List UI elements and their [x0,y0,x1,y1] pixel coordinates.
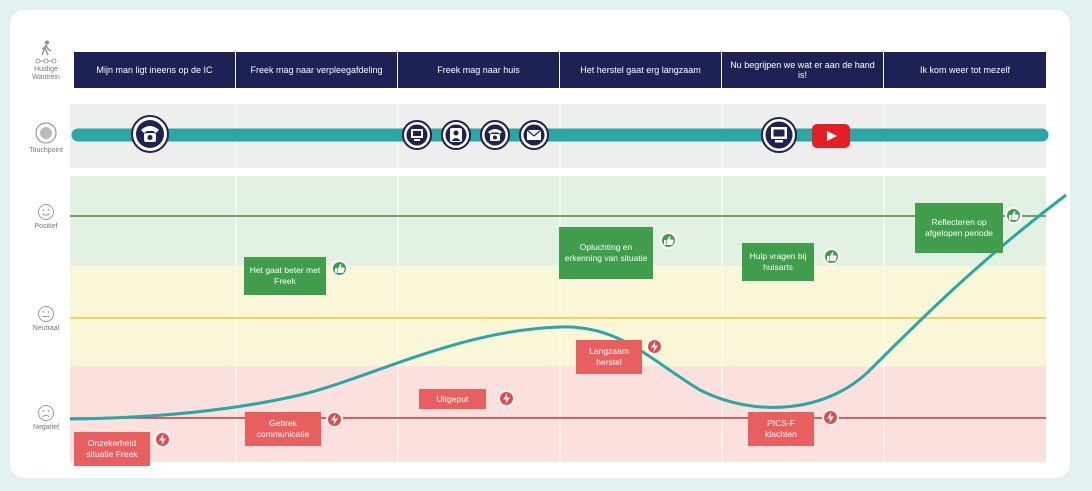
steps-icon [35,58,57,64]
neutral-band [70,266,1046,366]
negative-band [70,366,1046,462]
lightning-icon [822,409,839,426]
touchpoint-icon [35,122,57,144]
smiley-happy-icon [38,204,54,220]
event-langzaam: Langzaam herstel [576,340,642,374]
column-dividers [235,104,885,462]
event-het-gaat-beter: Het gaat beter met Freek [244,257,326,295]
lane-neutral: Neutraal [22,305,70,333]
touchpoint-phone-icon[interactable] [130,114,170,154]
lane-touchpoint: Touchpoint [22,121,70,155]
phase-2: Freek mag naar verpleegafdeling [236,52,398,88]
smiley-neutral-icon [38,306,54,322]
lightning-icon [498,390,515,407]
lightning-icon [154,431,171,448]
lane-current: Huidige Wantrein [22,40,70,81]
phase-5: Nu begrijpen we wat er aan de hand is! [722,52,884,88]
lane-positive: Positief [22,203,70,231]
lane-positive-label: Positief [34,223,58,230]
thumbs-up-icon [823,248,840,265]
lane-negative: Negatief [22,404,70,432]
thumbs-up-icon [660,232,677,249]
lane-neutral-label: Neutraal [32,325,60,332]
event-onzekerheid: Onzekerheid situatie Freek [74,432,150,466]
touchpoint-phone-icon-2[interactable] [480,120,510,150]
positive-band [70,176,1046,266]
touchpoint-monitor-icon-2[interactable] [760,116,798,154]
phase-3: Freek mag naar huis [398,52,560,88]
lane-touchpoint-label: Touchpoint [29,147,63,154]
phase-6: Ik kom weer tot mezelf [884,52,1046,88]
event-opluchting: Opluchting en erkenning van situatie [559,227,653,279]
smiley-sad-icon [38,405,54,421]
lightning-icon [646,338,663,355]
touchpoint-monitor-icon[interactable] [402,120,432,150]
lightning-icon [326,411,343,428]
thumbs-up-icon [331,260,348,277]
touchpoint-mail-icon[interactable] [519,120,549,150]
thumbs-up-icon [1005,207,1022,224]
event-hulp-vragen: Hulp vragen bij huisarts [742,243,814,281]
event-gebrek: Gebrek communicatie [245,412,321,446]
touchpoint-video-play-icon[interactable] [812,124,850,148]
event-uitgeput: Uitgeput [419,389,486,409]
walking-person-icon [41,40,52,56]
lane-current-label: Huidige Wantrein [32,66,60,81]
phase-1: Mijn man ligt ineens op de IC [74,52,236,88]
phase-4: Het herstel gaat erg langzaam [560,52,722,88]
lane-negative-label: Negatief [32,424,60,431]
event-pics: PICS-F klachten [748,412,814,446]
event-reflecteren: Reflecteren op afgelopen periode [915,203,1003,253]
touchpoint-person-icon[interactable] [441,120,471,150]
